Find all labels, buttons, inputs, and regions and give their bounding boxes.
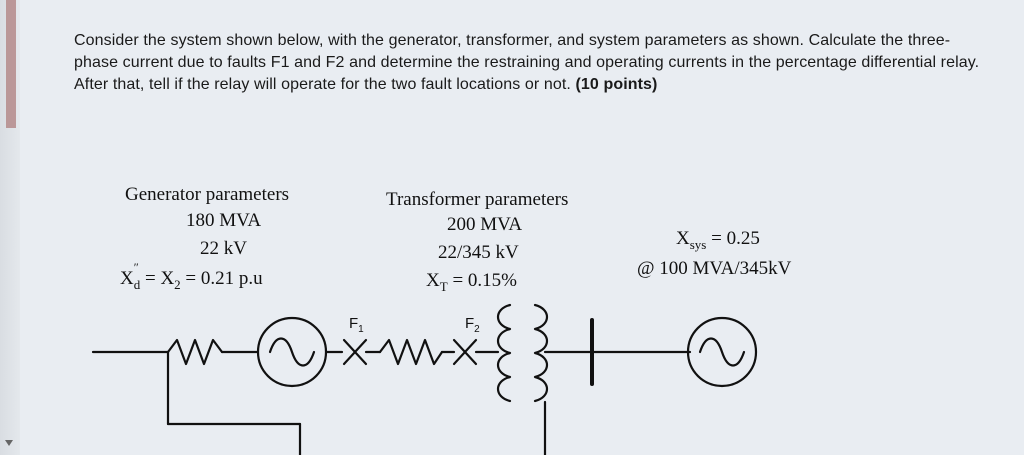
problem-statement: Consider the system shown below, with th… (74, 30, 994, 96)
system-source-symbol (686, 316, 758, 388)
fault1-label: F1 (349, 315, 364, 335)
system-source-sine (698, 337, 746, 367)
transformer-coil-left (496, 303, 512, 403)
problem-text: Consider the system shown below, with th… (74, 32, 980, 93)
fault2-cross-b (452, 338, 478, 366)
left-accent-bar (6, 0, 16, 128)
generator-reactance: Xd″ = X2 = 0.21 p.u (120, 260, 263, 292)
generator-sine (268, 337, 316, 367)
transformer-title: Transformer parameters (386, 189, 569, 210)
generator-title: Generator parameters (125, 184, 290, 205)
left-zigzag (166, 338, 224, 366)
fault2-label: F2 (465, 315, 480, 335)
fault1-cross-b (342, 338, 368, 366)
points-label: (10 points) (575, 76, 658, 93)
scroll-down-icon[interactable] (5, 440, 13, 446)
transformer-reactance: XT = 0.15% (426, 270, 517, 294)
transformer-mva: 200 MVA (447, 214, 523, 235)
transformer-kv: 22/345 kV (438, 242, 519, 263)
generator-kv: 22 kV (200, 238, 247, 259)
generator-mva: 180 MVA (186, 210, 262, 231)
middle-zigzag (378, 338, 444, 366)
system-reactance: Xsys = 0.25 (676, 228, 760, 252)
transformer-coil-right (533, 303, 549, 403)
system-base: @ 100 MVA/345kV (637, 258, 792, 279)
